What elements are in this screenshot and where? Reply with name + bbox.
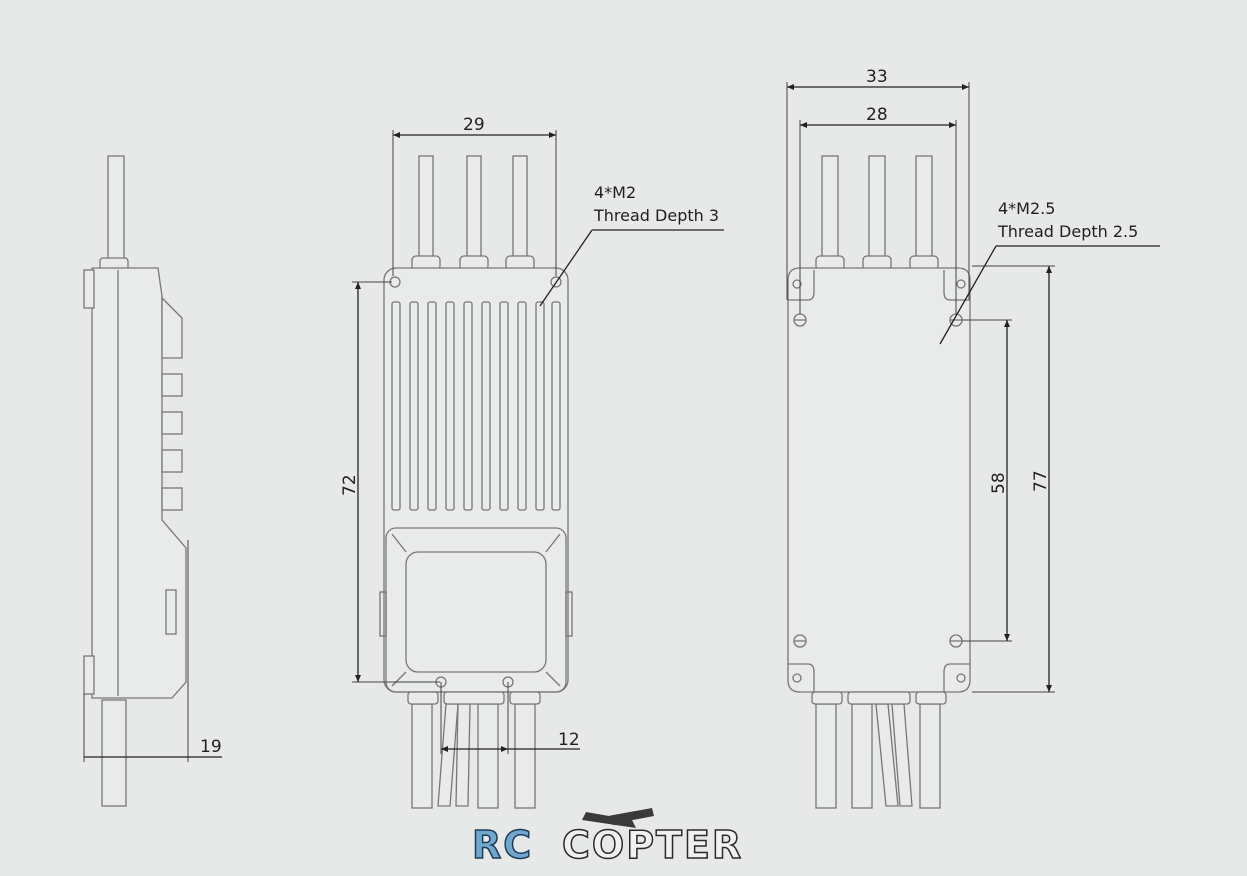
back-hole-leader: [939, 245, 997, 345]
logo-copter-text: COPTER: [562, 823, 743, 867]
propeller-icon: [582, 808, 654, 828]
front-hole-note-size: 4*M2: [594, 183, 636, 202]
logo-rc-text: RC: [472, 823, 533, 867]
back-hole-note-size: 4*M2.5: [998, 199, 1055, 218]
front-hole-note-depth: Thread Depth 3: [593, 206, 719, 225]
front-hole-leader: [539, 229, 593, 307]
back-view: 33 28 58 77 4*M2.5 Thread Depth 2.5: [786, 67, 1160, 809]
side-fin-3: [161, 411, 183, 435]
front-wire-2: [466, 155, 482, 263]
front-cap-window: [405, 551, 547, 673]
back-hole-note-depth: Thread Depth 2.5: [997, 222, 1138, 241]
back-wire-1: [821, 155, 839, 263]
front-wire-1: [418, 155, 434, 263]
side-clip: [165, 589, 177, 635]
front-hole-top-right: [550, 276, 562, 288]
rc-copter-logo: RC COPTER: [471, 808, 743, 868]
side-fin-5: [161, 487, 183, 511]
side-fin-1: [161, 296, 183, 359]
side-width-label: 19: [200, 737, 222, 757]
front-body: [383, 267, 569, 693]
back-outer-width-label: 33: [866, 67, 888, 87]
side-cable-bottom: [101, 699, 127, 807]
back-wire-2: [868, 155, 886, 263]
back-total-height-label: 77: [1031, 470, 1051, 492]
side-fin-4: [161, 449, 183, 473]
front-vents: [391, 301, 561, 511]
side-tab-bottom: [83, 655, 95, 695]
front-bottom-wires: [407, 691, 541, 809]
back-hole-spacing-label: 58: [989, 472, 1009, 494]
back-inner-width-label: 28: [866, 105, 888, 125]
back-body: [787, 267, 971, 693]
back-bottom-wires: [811, 691, 947, 809]
front-pitch-label: 12: [558, 730, 580, 750]
front-height-label: 72: [340, 474, 360, 496]
side-body: [91, 267, 187, 699]
side-view: 19: [83, 155, 222, 807]
back-wire-3: [915, 155, 933, 263]
side-fin-2: [161, 373, 183, 397]
front-view: 29 72 12 4*M2 Thread Depth 3: [340, 115, 724, 809]
side-tab-top: [83, 269, 95, 309]
front-wire-3: [512, 155, 528, 263]
side-cable-top: [107, 155, 125, 265]
front-width-label: 29: [463, 115, 485, 135]
